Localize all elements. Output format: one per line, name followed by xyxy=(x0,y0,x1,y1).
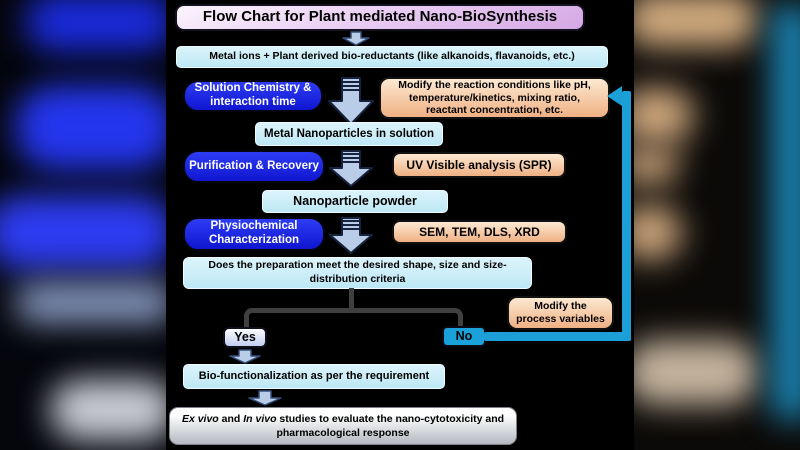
down-arrow-icon xyxy=(248,390,282,406)
branch-connector xyxy=(244,308,463,327)
branch-stub xyxy=(349,288,354,310)
criteria-box: Does the preparation meet the desired sh… xyxy=(183,257,532,289)
feedback-line-horizontal xyxy=(484,332,631,341)
reactants-box: Metal ions + Plant derived bio-reductant… xyxy=(176,46,608,68)
left-blur-panel xyxy=(0,0,166,450)
biofunctionalization-box: Bio-functionalization as per the require… xyxy=(183,364,445,389)
yes-box: Yes xyxy=(223,327,267,348)
nanoparticles-solution-box: Metal Nanoparticles in solution xyxy=(255,122,443,146)
feedback-arrow-icon xyxy=(607,86,622,106)
modify-variables-box: Modify the process variables xyxy=(507,296,614,330)
uv-analysis-box: UV Visible analysis (SPR) xyxy=(392,152,566,178)
title-box: Flow Chart for Plant mediated Nano-BioSy… xyxy=(175,4,585,31)
feedback-line-vertical xyxy=(622,91,631,341)
techniques-box: SEM, TEM, DLS, XRD xyxy=(392,220,567,244)
modify-conditions-box: Modify the reaction conditions like pH, … xyxy=(379,77,610,119)
page-title: Flow Chart for Plant mediated Nano-BioSy… xyxy=(202,8,558,26)
down-arrow-icon xyxy=(328,77,374,125)
down-arrow-icon xyxy=(342,31,370,46)
solution-chemistry-box: Solution Chemistry & interaction time xyxy=(183,80,323,112)
nanoparticle-powder-box: Nanoparticle powder xyxy=(262,190,448,213)
down-arrow-icon xyxy=(229,349,261,364)
no-box: No xyxy=(442,326,486,347)
characterization-box: Physiochemical Characterization xyxy=(183,217,325,251)
purification-box: Purification & Recovery xyxy=(183,150,325,183)
down-arrow-icon xyxy=(329,150,373,187)
right-blur-panel xyxy=(634,0,800,450)
final-studies-box: Ex vivo and In vivo studies to evaluate … xyxy=(169,407,517,445)
down-arrow-icon xyxy=(329,217,373,254)
